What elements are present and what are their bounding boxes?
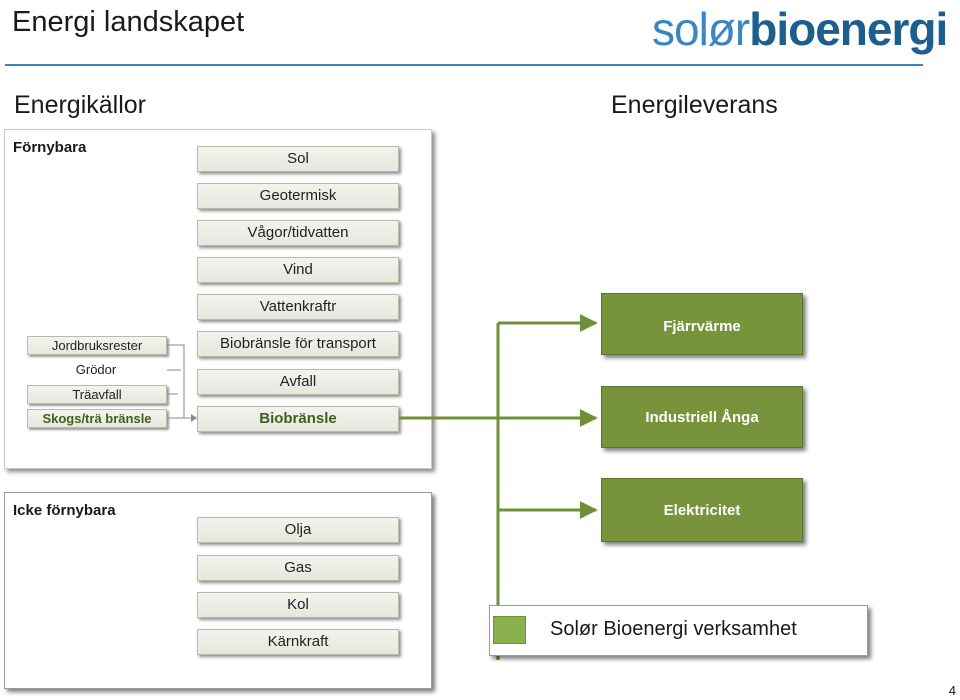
delivery-heading: Energileverans [611,91,778,119]
source-olja: Olja [197,517,399,543]
source-vagor: Vågor/tidvatten [197,220,399,246]
sources-heading: Energikällor [14,91,147,119]
subsource-travfall: Träavfall [27,385,167,404]
page-number: 4 [948,683,956,698]
delivery-elektricitet-label: Elektricitet [663,502,741,519]
source-biobransle: Biobränsle [197,406,399,432]
source-vind: Vind [197,257,399,283]
company-logo: solørbioenergi [652,2,948,56]
logo-text-2: bioenergi [749,3,948,55]
flow-lines [399,314,598,660]
delivery-elektricitet: Elektricitet [601,478,803,542]
page-title: Energi landskapet [12,6,245,38]
subsource-grodor: Grödor [75,362,117,377]
source-vattenkraft: Vattenkraftr [197,294,399,320]
source-karnkraft: Kärnkraft [197,629,399,655]
source-kol: Kol [197,592,399,618]
subsource-jordbruksrester: Jordbruksrester [27,336,167,355]
source-geotermisk: Geotermisk [197,183,399,209]
renewable-label: Förnybara [13,139,87,156]
legend-box [489,605,868,656]
source-sol: Sol [197,146,399,172]
delivery-industriell-anga-label: Industriell Ånga [645,409,759,426]
nonrenewable-label: Icke förnybara [13,502,116,519]
source-gas: Gas [197,555,399,581]
source-biobransle-transport: Biobränsle för transport [197,331,399,357]
delivery-industriell-anga: Industriell Ånga [601,386,803,448]
delivery-fjarrvarme-label: Fjärrvärme [663,318,741,335]
delivery-fjarrvarme: Fjärrvärme [601,293,803,355]
subsource-skogs: Skogs/trä bränsle [27,409,167,428]
legend-label: Solør Bioenergi verksamhet [550,618,797,640]
header-divider [5,64,923,66]
legend-swatch [493,616,526,644]
logo-text-1: solør [652,3,750,55]
subsource-bracket [167,344,197,419]
bracket-arrows [191,414,197,422]
source-avfall: Avfall [197,369,399,395]
